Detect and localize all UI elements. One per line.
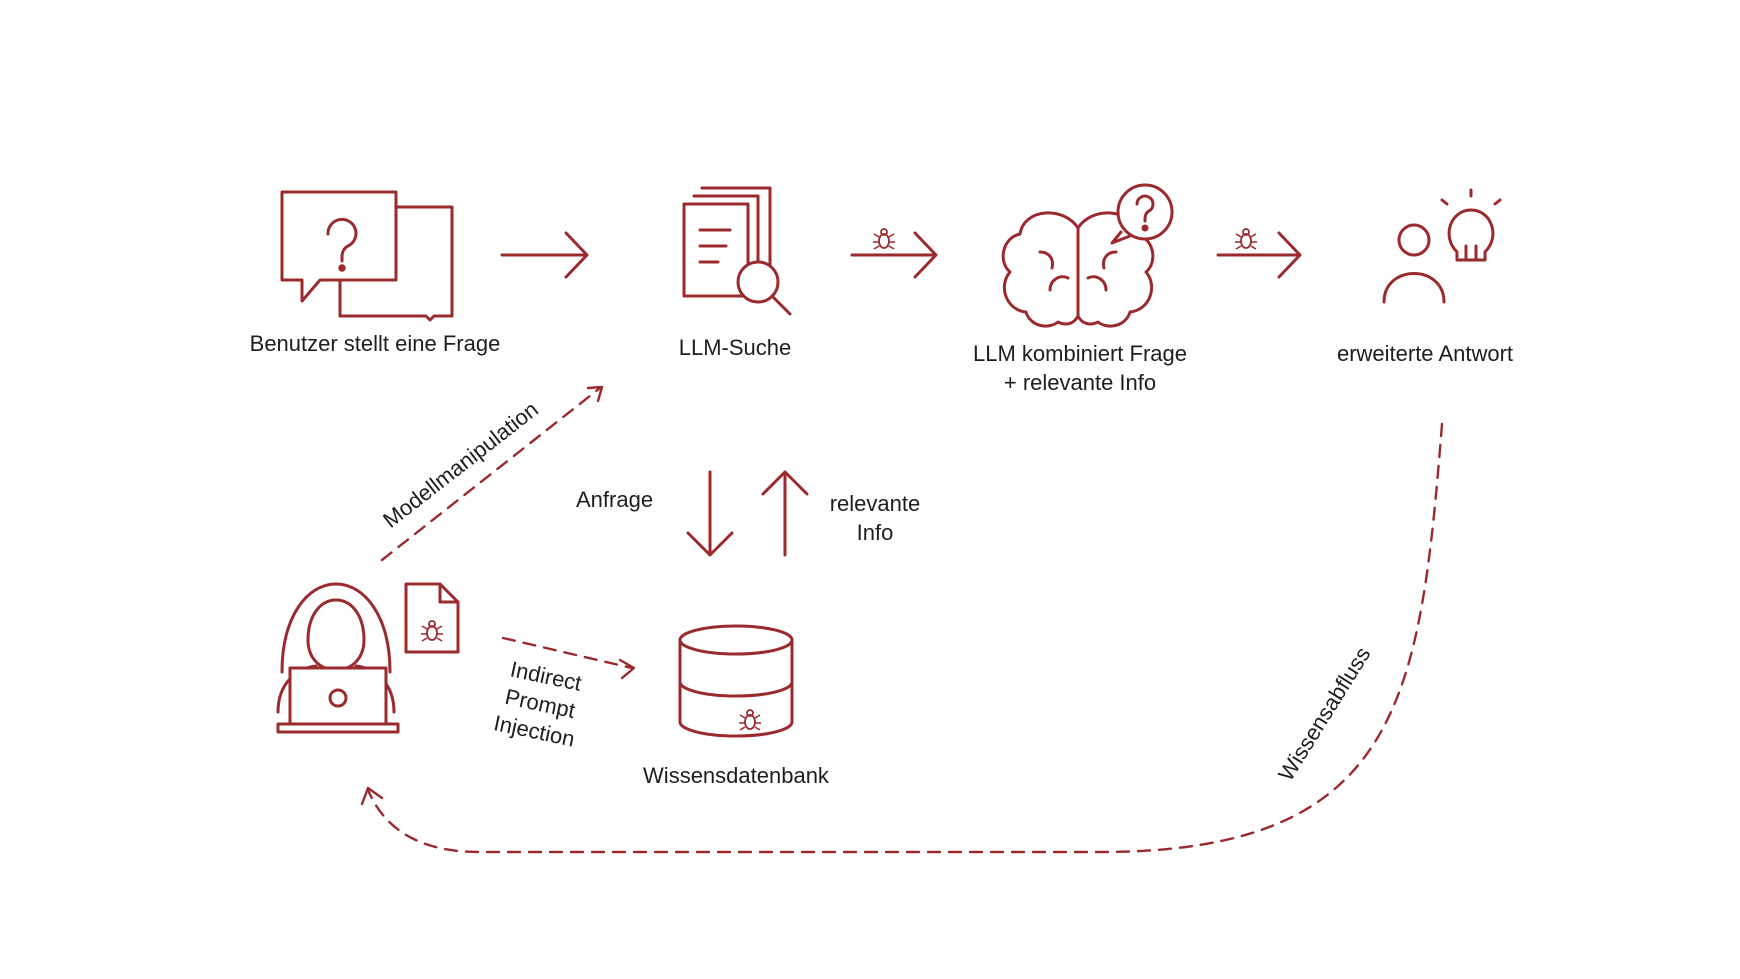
arrow-question-to-search <box>500 231 589 279</box>
label-knowledge-db: Wissensdatenbank <box>643 763 829 788</box>
database-icon <box>678 624 794 738</box>
label-extended-answer: erweiterte Antwort <box>1336 341 1514 366</box>
document-search-icon <box>682 186 792 316</box>
arrowhead-knowledge-leak <box>360 786 384 806</box>
person-idea-icon <box>1382 188 1502 304</box>
label-relevant-info-line2: Info <box>856 519 894 545</box>
hacker-icon <box>276 582 400 734</box>
edge-indirect-injection <box>501 636 634 670</box>
bug-icon <box>738 709 762 731</box>
chat-question-icon <box>280 190 454 322</box>
arrow-info-up <box>761 470 809 557</box>
bug-icon <box>1234 228 1258 250</box>
bug-icon <box>872 228 896 250</box>
brain-question-icon <box>1001 183 1174 328</box>
arrow-query-down <box>686 470 734 557</box>
label-llm-search: LLM-Suche <box>678 335 792 360</box>
label-llm-combines: LLM kombiniert Frage + relevante Info <box>920 340 1240 397</box>
label-llm-combines-line2: + relevante Info <box>1003 369 1157 395</box>
malicious-file-icon <box>404 582 460 654</box>
arrow-combine-to-answer <box>1216 231 1302 279</box>
label-relevant-info: relevante Info <box>810 490 940 547</box>
arrowhead-model-manipulation <box>586 385 604 403</box>
label-relevant-info-line1: relevante <box>829 491 921 516</box>
edge-knowledge-leak <box>366 422 1444 854</box>
label-llm-combines-line1: LLM kombiniert Frage <box>973 341 1187 366</box>
label-user-question: Benutzer stellt eine Frage <box>249 331 501 356</box>
arrow-search-to-combine <box>850 231 938 279</box>
arrowhead-indirect-injection <box>618 658 636 680</box>
edge-model-manipulation <box>380 386 602 562</box>
label-query: Anfrage <box>576 487 654 512</box>
